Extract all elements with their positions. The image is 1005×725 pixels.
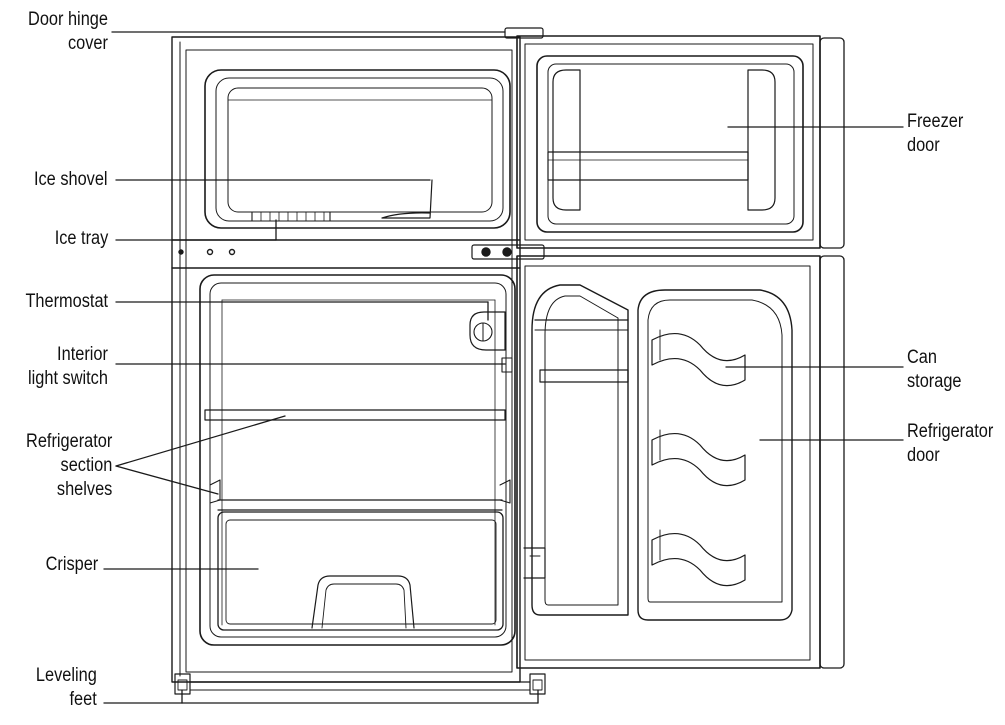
cabinet-outline (171, 36, 521, 683)
refrigerator-compartment (199, 274, 516, 646)
label-thermostat: Thermostat (25, 291, 108, 312)
label-crisper: Crisper (45, 554, 98, 575)
ice-shovel (381, 179, 433, 219)
freezer-compartment (204, 69, 511, 229)
refrigerator-shelves (204, 409, 511, 511)
divider-strip (171, 239, 521, 269)
leader-lines (103, 31, 904, 704)
ice-tray (251, 211, 331, 222)
label-ice-shovel: Ice shovel (34, 169, 108, 190)
refrigerator-door (516, 255, 845, 669)
crisper (217, 511, 504, 631)
leveling-feet (174, 673, 546, 695)
thermostat (469, 311, 506, 351)
door-hinge-cover (504, 27, 544, 39)
can-storage (651, 329, 746, 587)
label-ice-tray: Ice tray (54, 228, 108, 249)
freezer-door (516, 35, 845, 249)
interior-light-switch (501, 357, 513, 373)
middle-hinge (471, 244, 545, 260)
